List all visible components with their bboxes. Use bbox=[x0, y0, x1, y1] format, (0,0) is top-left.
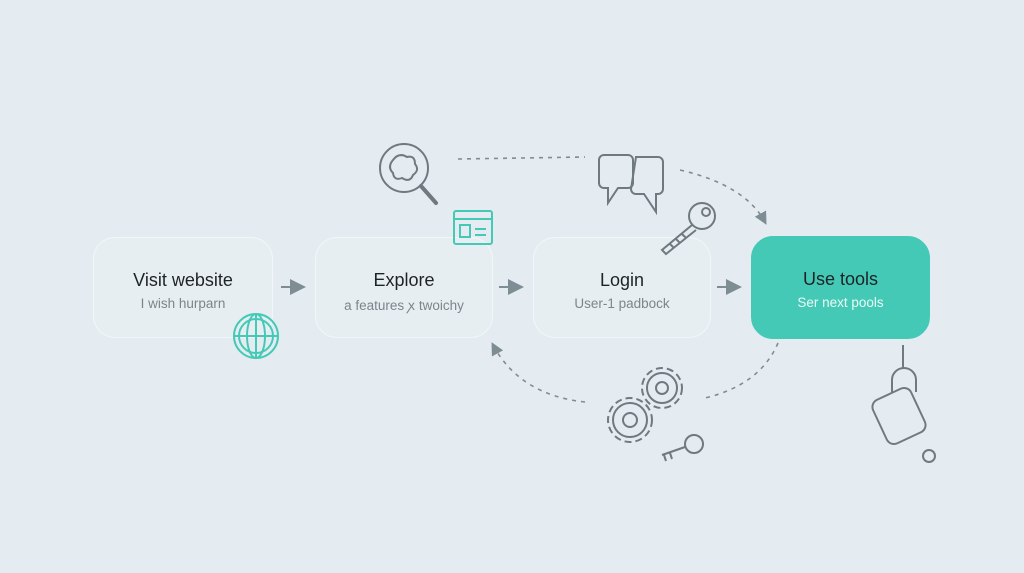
step-title: Use tools bbox=[802, 269, 879, 289]
step-title: Visit website bbox=[133, 270, 233, 290]
step-subtitle: User-1 padbock bbox=[574, 296, 670, 311]
padlock-hanging-icon bbox=[871, 345, 936, 463]
step-login[interactable]: Login User-1 padbock bbox=[533, 237, 711, 338]
step-title: Explore bbox=[373, 270, 435, 290]
step-title: Login bbox=[599, 270, 645, 290]
key-icon bbox=[660, 202, 716, 256]
magnifier-icon bbox=[379, 143, 438, 205]
browser-window-icon bbox=[453, 210, 493, 245]
dashed-top-curve bbox=[679, 169, 767, 225]
chat-bubbles-icon bbox=[598, 154, 664, 216]
dashed-bottom-left-curve bbox=[491, 342, 586, 403]
small-key-icon bbox=[661, 434, 704, 462]
step-use-tools[interactable]: Use tools Ser next pools bbox=[751, 236, 930, 339]
dashed-loops bbox=[457, 156, 779, 403]
step-subtitle: Ser next pools bbox=[797, 295, 884, 310]
dashed-bottom-right-curve bbox=[704, 342, 779, 399]
step-visit-website[interactable]: Visit website I wish hurparn bbox=[93, 237, 273, 338]
step-subtitle: I wish hurparn bbox=[140, 296, 226, 311]
globe-icon bbox=[233, 313, 279, 359]
step-explore[interactable]: Explore a features ꭗ twoichy bbox=[315, 237, 493, 338]
dashed-top-line bbox=[457, 156, 586, 160]
gears-icon bbox=[607, 367, 683, 443]
step-subtitle: a features ꭗ twoichy bbox=[344, 298, 464, 313]
